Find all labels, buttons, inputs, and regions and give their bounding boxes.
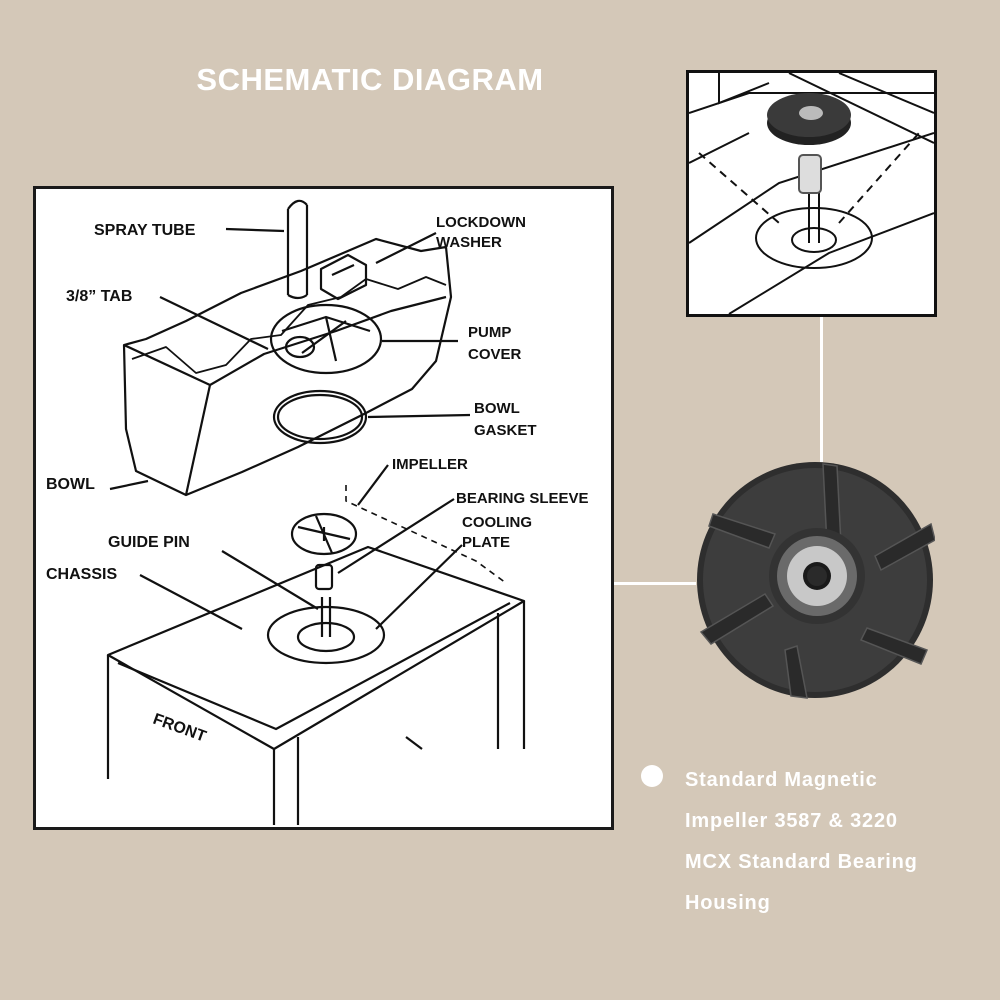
label-bowl-gasket-2: GASKET [474,422,537,439]
caption-line-4: Housing [685,892,771,914]
caption-bullet [641,765,663,787]
label-bearing-sleeve: BEARING SLEEVE [456,490,589,507]
detail-cooling-plate [755,207,873,269]
detail-closeup-panel [686,70,937,317]
bowl-gasket [272,389,368,445]
bowl-outline [122,237,453,497]
pump-cover [269,303,383,375]
leader-tab [159,296,269,350]
connector-vertical [820,317,823,462]
connector-horizontal [614,582,696,585]
leader-spray-tube [225,227,285,233]
cooling-plate-part [266,605,386,665]
label-front: FRONT [151,711,209,746]
impeller-part [290,512,358,556]
schematic-diagram-panel: SPRAY TUBE LOCKDOWN WASHER 3/8” TAB PUMP… [33,186,614,830]
caption-line-2: Impeller 3587 & 3220 [685,810,898,832]
detail-drawing [688,72,935,315]
leader-guide-pin [221,550,319,610]
leader-impeller [357,464,389,506]
leader-cooling-plate [375,544,463,630]
label-pump-2: COVER [468,346,522,363]
label-bowl: BOWL [46,476,95,493]
label-impeller: IMPELLER [392,456,468,473]
guide-pin-part [320,597,332,637]
bowl-front-edge [184,295,447,496]
label-cooling-2: PLATE [462,534,510,551]
page-title: SCHEMATIC DIAGRAM [196,62,544,97]
label-guide-pin: GUIDE PIN [108,534,190,551]
schematic-drawing: SPRAY TUBE LOCKDOWN WASHER 3/8” TAB PUMP… [46,199,589,825]
label-tab: 3/8” TAB [66,288,132,305]
label-chassis: CHASSIS [46,566,117,583]
label-pump-1: PUMP [468,324,511,341]
label-spray-tube: SPRAY TUBE [94,222,196,239]
detail-bearing-sleeve [798,154,822,194]
product-caption: Standard Magnetic Impeller 3587 & 3220 M… [685,760,985,924]
label-lockdown-2: WASHER [436,234,502,251]
caption-line-3: MCX Standard Bearing [685,851,918,873]
caption-line-1: Standard Magnetic [685,769,878,791]
leader-bearing-sleeve [337,498,455,574]
leader-lockdown [375,232,437,264]
label-cooling-1: COOLING [462,514,532,531]
spray-tube [286,199,309,300]
impeller-product-image [695,460,936,700]
lockdown-washer [319,253,368,301]
label-bowl-gasket-1: BOWL [474,400,520,417]
detail-impeller [767,93,851,145]
bowl-top-edge [131,276,447,374]
leader-bowl [109,479,149,491]
label-lockdown-1: LOCKDOWN [436,214,526,231]
leader-chassis [139,574,243,630]
leader-bowl-gasket [367,413,471,419]
